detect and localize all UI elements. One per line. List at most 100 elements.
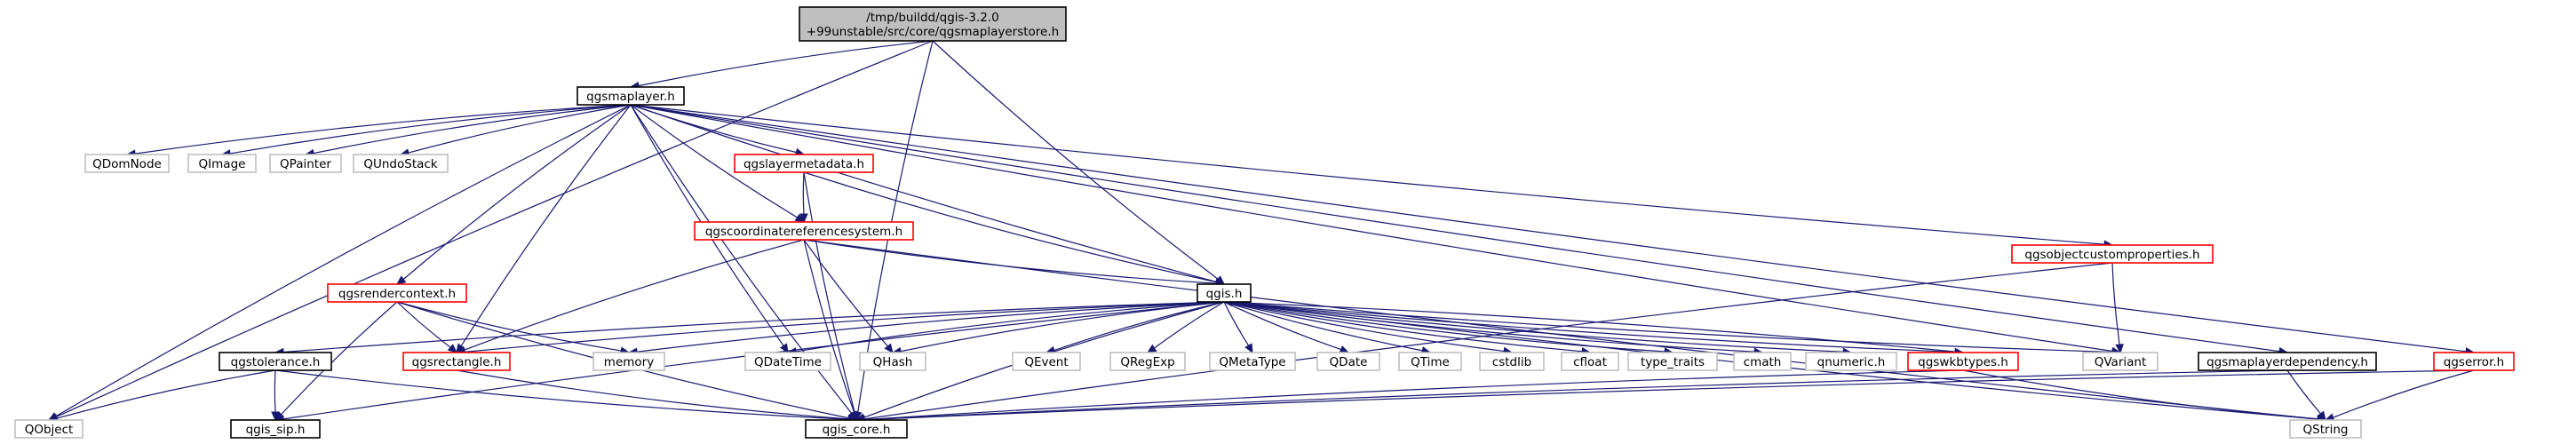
node-box	[230, 419, 321, 439]
node-qgsmaplayerdependency[interactable]: qgsmaplayerdependency.h	[2198, 352, 2377, 371]
node-qgis[interactable]: qgis.h	[1197, 283, 1252, 303]
node-label: qgstolerance.h	[231, 355, 321, 369]
node-box	[2011, 244, 2214, 264]
node-label: qgscoordinatereferencesystem.h	[705, 225, 902, 239]
node-label: cfloat	[1573, 355, 1607, 369]
nodes-layer: /tmp/buildd/qgis-3.2.0+99unstable/src/co…	[14, 6, 2515, 439]
node-box	[744, 352, 831, 371]
edge-qgis-to-QRegExp	[1146, 301, 1225, 353]
edge-qgsmaplayerdependency-to-QString	[2286, 369, 2326, 421]
node-QImage: QImage	[187, 154, 257, 173]
edge-qgsrendercontext-to-qgsrectangle	[396, 301, 457, 353]
edge-qgswkbtypes-to-qgis	[1222, 297, 1964, 353]
node-label: qgis_sip.h	[246, 423, 306, 437]
edge-qgscrs-to-qgis	[803, 239, 1226, 288]
edge-qgscrs-to-QHash	[803, 239, 894, 353]
node-QDateTime: QDateTime	[744, 352, 831, 371]
edge-qgis-to-qgsrectangle	[455, 301, 1225, 357]
node-box	[1561, 352, 1619, 371]
node-qgscrs[interactable]: qgscoordinatereferencesystem.h	[694, 221, 914, 241]
node-box	[592, 352, 665, 371]
node-qgsmaplayer[interactable]: qgsmaplayer.h	[576, 86, 685, 106]
node-label: QString	[2303, 423, 2349, 437]
node-qgis-core[interactable]: qgis_core.h	[805, 419, 908, 439]
node-qgsrectangle[interactable]: qgsrectangle.h	[402, 352, 511, 371]
edge-qgsobjectcustomproperties-to-qgis_core	[855, 262, 2113, 424]
node-label: /tmp/buildd/qgis-3.2.0	[866, 11, 999, 25]
node-box	[353, 154, 449, 173]
edge-qgserror-to-qgis_core	[855, 369, 2475, 424]
node-box	[269, 154, 342, 173]
node-qgsrendercontext[interactable]: qgsrendercontext.h	[327, 283, 467, 303]
node-label: QMetaType	[1219, 355, 1285, 369]
node-qgserror[interactable]: qgserror.h	[2433, 352, 2515, 371]
node-label: QDomNode	[92, 157, 162, 171]
node-QRegExp: QRegExp	[1109, 352, 1186, 371]
node-QVariant: QVariant	[2082, 352, 2159, 371]
node-box	[2082, 352, 2159, 371]
node-box	[1733, 352, 1792, 371]
node-box	[327, 283, 467, 303]
node-box	[1907, 352, 2019, 371]
node-box	[1627, 352, 1718, 371]
node-cstdlib: cstdlib	[1479, 352, 1545, 371]
node-memory: memory	[592, 352, 665, 371]
node-label: QTime	[1411, 355, 1450, 369]
node-label: cstdlib	[1492, 355, 1531, 369]
node-box	[734, 154, 874, 173]
node-cmath: cmath	[1733, 352, 1792, 371]
node-box	[14, 419, 83, 439]
edge-qgserror-to-QString	[2324, 369, 2475, 422]
node-label: qgis_core.h	[823, 423, 891, 437]
node-cfloat: cfloat	[1561, 352, 1619, 371]
node-qgslayermetadata[interactable]: qgslayermetadata.h	[734, 154, 874, 173]
edge-qgis-to-memory	[627, 301, 1225, 356]
node-QMetaType: QMetaType	[1209, 352, 1296, 371]
edge-qgsmaplayer-to-qgis_core	[630, 104, 857, 422]
node-qgstolerance[interactable]: qgstolerance.h	[219, 352, 332, 371]
node-label: QVariant	[2095, 355, 2147, 369]
node-label: qgsrectangle.h	[412, 355, 502, 369]
node-label: qgis.h	[1206, 287, 1243, 301]
node-label: QPainter	[280, 157, 331, 171]
node-label: QImage	[199, 157, 246, 171]
node-label: qgserror.h	[2444, 355, 2504, 369]
edge-qgsmaplayer-to-QPainter	[304, 104, 632, 158]
edge-root-to-qgis	[932, 40, 1225, 285]
node-qgswkbtypes[interactable]: qgswkbtypes.h	[1907, 352, 2019, 371]
node-label: QEvent	[1024, 355, 1068, 369]
node-QEvent: QEvent	[1012, 352, 1081, 371]
node-box	[2433, 352, 2515, 371]
node-box	[219, 352, 332, 371]
node-label: qgsmaplayerdependency.h	[2206, 355, 2368, 369]
edge-qgswkbtypes-to-QString	[1962, 369, 2327, 424]
edge-qgslayermetadata-to-qgis_core	[803, 171, 859, 422]
edge-qgsmaplayer-to-qgis	[630, 104, 1226, 286]
node-label: +99unstable/src/core/qgsmaplayerstore.h	[807, 25, 1059, 39]
node-label: memory	[604, 355, 654, 369]
node-label: QRegExp	[1120, 355, 1174, 369]
edge-qgsmaplayer-to-QObject	[47, 104, 632, 421]
node-box	[2289, 419, 2362, 439]
edge-qgis-to-QHash	[891, 301, 1225, 356]
node-box	[805, 419, 908, 439]
node-root[interactable]: /tmp/buildd/qgis-3.2.0+99unstable/src/co…	[799, 6, 1067, 42]
node-box	[859, 352, 926, 371]
node-label: QDate	[1330, 355, 1368, 369]
edge-qgsmaplayer-to-qgscrs	[630, 104, 806, 223]
node-type-traits: type_traits	[1627, 352, 1718, 371]
node-qgsobjectcustomproperties[interactable]: qgsobjectcustomproperties.h	[2011, 244, 2214, 264]
edge-qgstolerance-to-qgis_sip	[271, 369, 280, 422]
node-QPainter: QPainter	[269, 154, 342, 173]
node-label: QHash	[873, 355, 913, 369]
node-box	[1316, 352, 1380, 371]
node-QObject: QObject	[14, 419, 83, 439]
node-box	[1012, 352, 1081, 371]
node-label: qgsmaplayer.h	[586, 90, 675, 104]
edge-qgsobjectcustomproperties-to-QVariant	[2111, 262, 2124, 354]
node-box	[1209, 352, 1296, 371]
node-box	[84, 154, 170, 173]
node-qgis-sip[interactable]: qgis_sip.h	[230, 419, 321, 439]
node-label: qgsobjectcustomproperties.h	[2024, 248, 2199, 262]
